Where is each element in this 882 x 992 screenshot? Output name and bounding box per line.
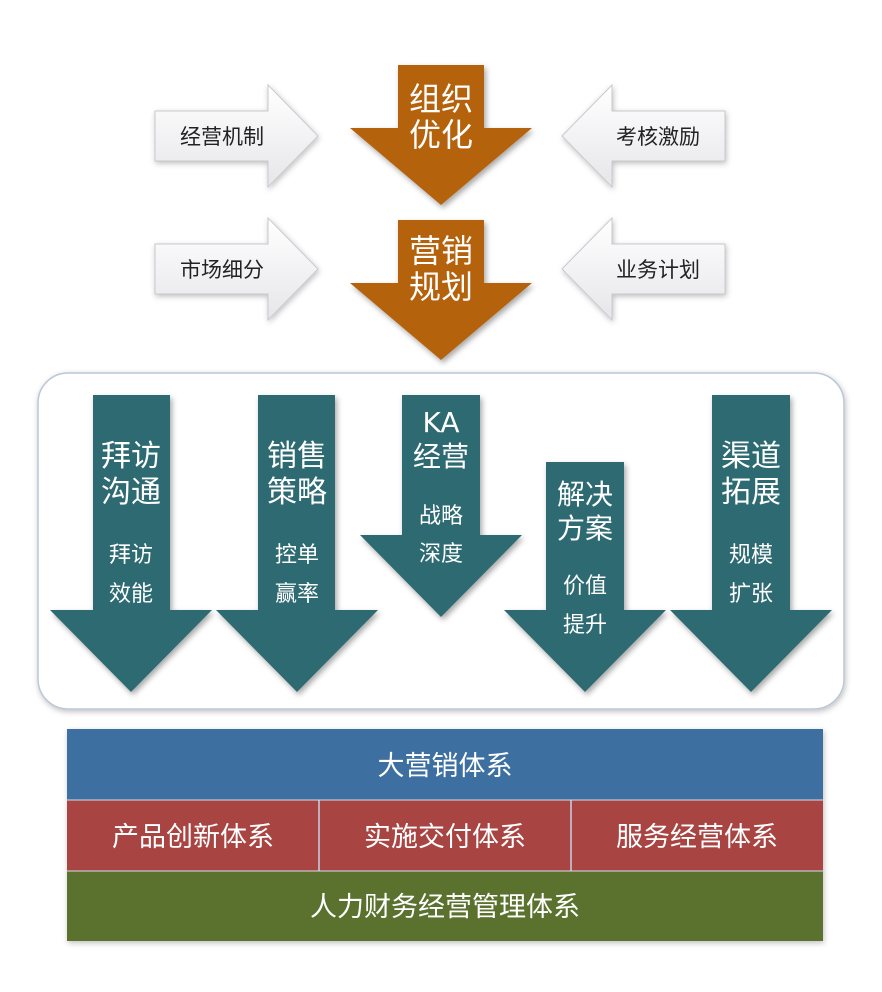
teal-down-arrow-shape [504, 462, 666, 692]
column-solution [504, 462, 666, 692]
bar-product-innovation [67, 800, 319, 871]
left-arrow-shape [561, 216, 726, 322]
column-2-title-line1: 销售 [267, 439, 327, 474]
column-1-title-line1: 拜访 [101, 439, 161, 474]
column-3-sub-line1: 战略 [419, 504, 463, 529]
column-3-sub-line2: 深度 [419, 542, 463, 567]
column-5-title-line1: 渠道 [721, 439, 781, 474]
bar-implementation-delivery [319, 800, 571, 871]
column-3-title-line1: KA [422, 406, 459, 439]
arrow-left-2 [154, 216, 319, 322]
bar-grand-marketing-system [67, 729, 823, 800]
column-3-title-line2: 经营 [413, 440, 469, 473]
arrow-marketing-line2: 规划 [409, 268, 473, 306]
teal-down-arrow-shape [360, 395, 522, 617]
column-sales-strategy [216, 395, 378, 692]
orange-down-arrow-shape [350, 220, 532, 360]
column-4-sub-line1: 价值 [563, 574, 607, 599]
arrow-organization-line2: 优化 [409, 116, 473, 154]
bar-hr-finance [67, 871, 823, 941]
column-ka-management [360, 395, 522, 617]
label-market-segmentation: 市场细分 [180, 258, 264, 282]
arrow-organization-line1: 组织 [409, 80, 473, 118]
right-arrow-shape [154, 83, 319, 189]
teal-down-arrow-shape [50, 395, 212, 692]
column-2-sub-line1: 控单 [275, 543, 319, 568]
label-implementation-delivery: 实施交付体系 [364, 822, 526, 853]
column-1-sub-line2: 效能 [109, 582, 153, 607]
column-4-sub-line2: 提升 [563, 613, 607, 638]
label-product-innovation: 产品创新体系 [112, 822, 274, 853]
column-2-title-line2: 策略 [267, 475, 327, 510]
column-1-title-line2: 沟通 [101, 475, 161, 510]
column-4-title-line2: 方案 [557, 512, 613, 545]
label-grand-marketing-system: 大营销体系 [378, 751, 513, 782]
teal-down-arrow-shape [670, 395, 832, 692]
column-visit-communication [50, 395, 212, 692]
left-arrow-shape [561, 83, 726, 189]
column-5-sub-line1: 规模 [729, 543, 773, 568]
label-hr-finance: 人力财务经营管理体系 [310, 892, 580, 923]
column-4-title-line1: 解决 [557, 478, 613, 511]
arrow-right-2 [561, 216, 726, 322]
label-business-mechanism: 经营机制 [180, 125, 264, 149]
arrow-marketing-planning [350, 220, 532, 360]
column-channel-expansion [670, 395, 832, 692]
column-5-title-line2: 拓展 [721, 475, 781, 510]
arrow-left-1 [154, 83, 319, 189]
label-service-operation: 服务经营体系 [616, 822, 778, 853]
label-business-plan: 业务计划 [616, 258, 700, 282]
orange-down-arrow-shape [350, 65, 532, 205]
right-arrow-shape [154, 216, 319, 322]
base-system-stack [67, 729, 823, 941]
column-1-sub-line1: 拜访 [109, 543, 153, 568]
arrow-organization-optimization [350, 65, 532, 205]
label-assessment-incentive: 考核激励 [616, 125, 700, 149]
teal-down-arrow-shape [216, 395, 378, 692]
column-2-sub-line2: 赢率 [275, 582, 319, 607]
arrow-right-1 [561, 83, 726, 189]
column-5-sub-line2: 扩张 [729, 582, 773, 607]
bar-service-operation [571, 800, 823, 871]
arrow-marketing-line1: 营销 [409, 232, 473, 270]
